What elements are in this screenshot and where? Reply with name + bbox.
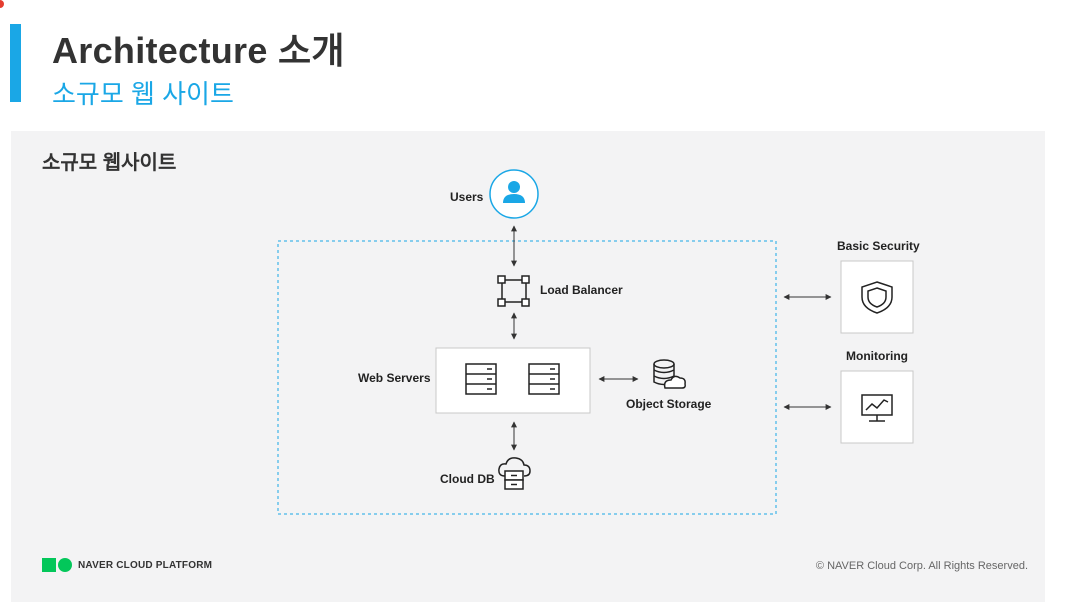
panel-title: 소규모 웹사이트 <box>42 152 177 174</box>
brand-text: NAVER CLOUD PLATFORM <box>78 559 213 571</box>
page-title: Architecture 소개 <box>52 30 345 71</box>
basic-security-label: Basic Security <box>837 239 920 253</box>
cloud-db-label: Cloud DB <box>440 472 495 486</box>
object-storage-label: Object Storage <box>626 397 712 411</box>
title-accent-bar <box>10 24 21 102</box>
server-icon <box>465 363 497 395</box>
naver-logo-mark <box>42 558 72 572</box>
naver-cloud-logo: NAVER CLOUD PLATFORM <box>42 558 212 572</box>
network-boundary <box>277 240 777 515</box>
object-storage-icon <box>653 359 686 389</box>
server-icon <box>528 363 560 395</box>
users-node <box>489 169 539 219</box>
copyright-text: © NAVER Cloud Corp. All Rights Reserved. <box>815 560 1028 572</box>
load-balancer-label: Load Balancer <box>540 283 623 297</box>
monitor-chart-icon <box>861 394 893 422</box>
web-servers-box <box>435 347 591 414</box>
web-servers-label: Web Servers <box>358 371 431 385</box>
shield-icon <box>861 281 893 314</box>
user-icon <box>503 181 525 203</box>
monitoring-label: Monitoring <box>846 349 908 363</box>
users-label: Users <box>450 190 484 204</box>
load-balancer-icon <box>497 275 530 307</box>
page-subtitle: 소규모 웹 사이트 <box>52 79 234 109</box>
recording-indicator <box>0 0 4 8</box>
cloud-db-icon <box>498 457 531 490</box>
basic-security-box <box>840 260 914 334</box>
